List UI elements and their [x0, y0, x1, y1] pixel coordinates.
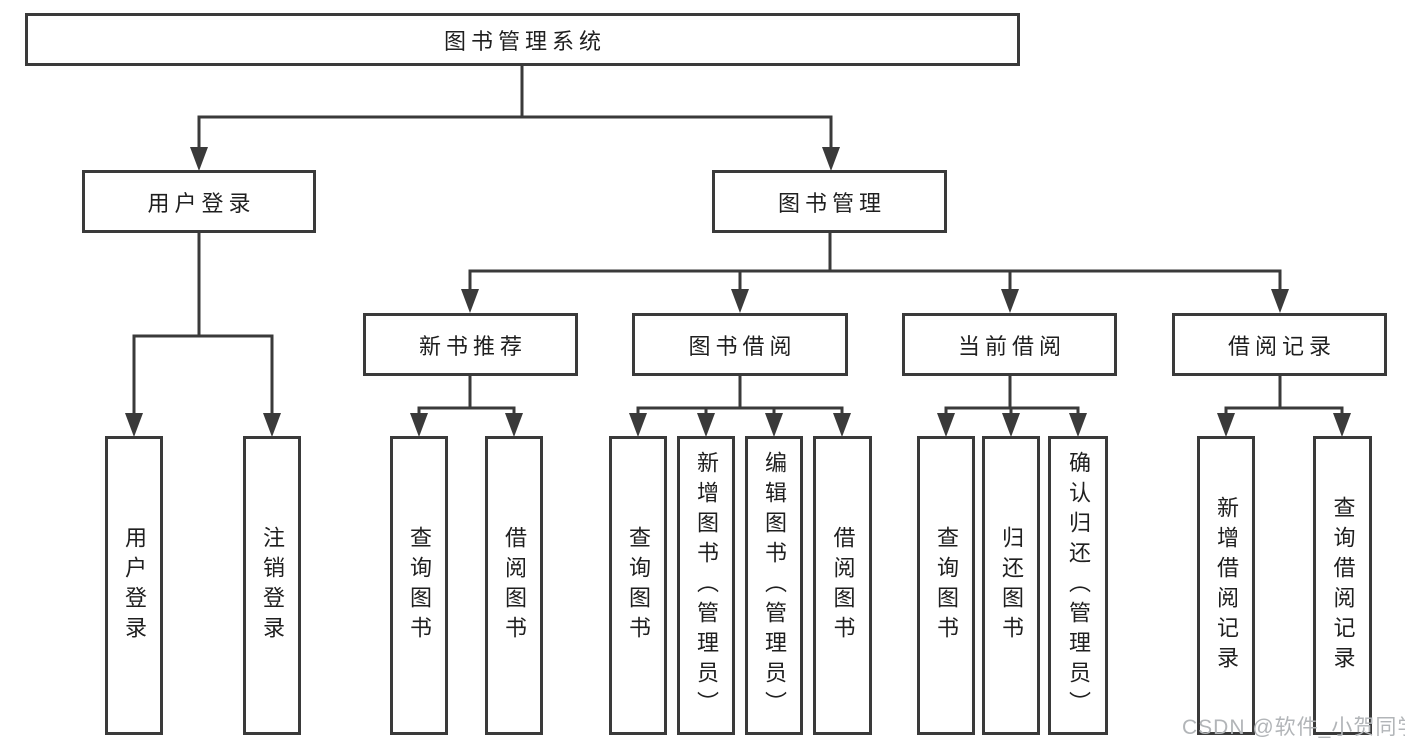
- arrow-down-icon: [697, 413, 715, 437]
- arrow-down-icon: [822, 147, 840, 171]
- leaf-add-borrow-record: 新增借阅记录: [1197, 436, 1255, 735]
- connector-user-login: [132, 233, 274, 416]
- arrow-down-icon: [731, 289, 749, 313]
- connector-book-borrow: [636, 376, 844, 416]
- arrow-down-icon: [461, 289, 479, 313]
- arrow-down-icon: [125, 413, 143, 437]
- leaf-borrow-books-recommend: 借阅图书: [485, 436, 543, 735]
- leaf-borrow-books: 借阅图书: [813, 436, 872, 735]
- arrow-down-icon: [1001, 289, 1019, 313]
- arrow-down-icon: [505, 413, 523, 437]
- leaf-edit-books-admin: 编辑图书（管理员）: [745, 436, 803, 735]
- leaf-query-books-recommend: 查询图书: [390, 436, 448, 735]
- connector-book-management: [468, 233, 1282, 291]
- leaf-query-books-borrow: 查询图书: [609, 436, 667, 735]
- node-new-book-recommend: 新书推荐: [363, 313, 578, 376]
- arrow-down-icon: [937, 413, 955, 437]
- csdn-watermark: CSDN @软件_小贺同学: [1182, 716, 1405, 739]
- node-book-borrow: 图书借阅: [632, 313, 848, 376]
- connector-borrow-records: [1224, 376, 1344, 416]
- arrow-down-icon: [629, 413, 647, 437]
- arrow-down-icon: [263, 413, 281, 437]
- arrow-down-icon: [190, 147, 208, 171]
- node-borrow-records: 借阅记录: [1172, 313, 1387, 376]
- leaf-logout: 注销登录: [243, 436, 301, 735]
- arrow-down-icon: [1002, 413, 1020, 437]
- connector-current-borrow: [944, 376, 1080, 416]
- arrow-down-icon: [833, 413, 851, 437]
- leaf-confirm-return-admin: 确认归还（管理员）: [1048, 436, 1108, 735]
- arrow-down-icon: [1333, 413, 1351, 437]
- node-current-borrow: 当前借阅: [902, 313, 1117, 376]
- leaf-user-login: 用户登录: [105, 436, 163, 735]
- arrow-down-icon: [1271, 289, 1289, 313]
- connector-new-book-recommend: [417, 376, 516, 416]
- node-user-login: 用户登录: [82, 170, 316, 233]
- node-book-system: 图书管理系统: [25, 13, 1020, 66]
- leaf-query-books-current: 查询图书: [917, 436, 975, 735]
- connector-root: [197, 66, 833, 149]
- arrow-down-icon: [765, 413, 783, 437]
- leaf-return-books: 归还图书: [982, 436, 1040, 735]
- arrow-down-icon: [1069, 413, 1087, 437]
- node-book-management: 图书管理: [712, 170, 947, 233]
- arrow-down-icon: [1217, 413, 1235, 437]
- arrow-down-icon: [410, 413, 428, 437]
- leaf-add-books-admin: 新增图书（管理员）: [677, 436, 735, 735]
- leaf-query-borrow-record: 查询借阅记录: [1313, 436, 1372, 735]
